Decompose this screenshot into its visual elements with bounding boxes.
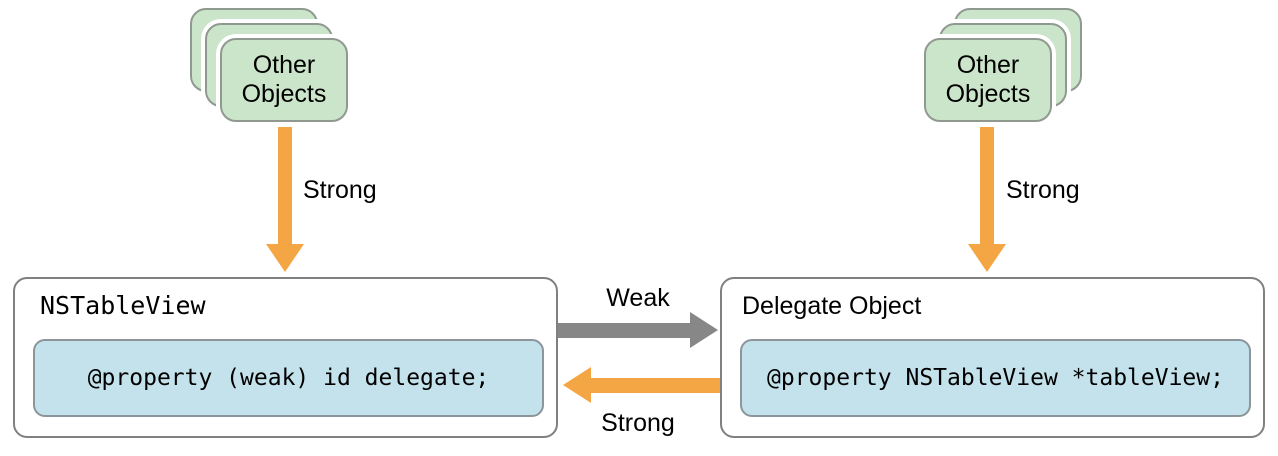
arrow-shaft: [591, 377, 720, 393]
arrow-head-left: [563, 367, 591, 403]
weak-label: Weak: [606, 284, 670, 312]
strong-arrow-down-right: [968, 127, 1006, 272]
strong-arrow-left: [563, 367, 720, 403]
strong-back-label: Strong: [601, 409, 675, 437]
delegate-object-title: Delegate Object: [742, 292, 922, 320]
arrow-shaft: [278, 127, 292, 244]
arrow-shaft: [980, 127, 994, 244]
strong-label-right: Strong: [1006, 176, 1080, 204]
strong-label-left: Strong: [303, 176, 377, 204]
nstableview-title: NSTableView: [40, 291, 206, 320]
tableview-property-code: @property NSTableView *tableView;: [740, 339, 1251, 417]
arrow-shaft: [558, 322, 690, 338]
delegate-property-code: @property (weak) id delegate;: [33, 339, 544, 417]
other-objects-label: Other Objects: [945, 51, 1031, 108]
arrow-head-down: [266, 244, 304, 272]
delegate-object-box: Delegate Object @property NSTableView *t…: [720, 277, 1265, 438]
arrow-head-right: [690, 312, 718, 348]
arrow-head-down: [968, 244, 1006, 272]
other-objects-label: Other Objects: [241, 51, 327, 108]
nstableview-box: NSTableView @property (weak) id delegate…: [13, 277, 558, 438]
strong-arrow-down-left: [266, 127, 304, 272]
weak-arrow-right: [558, 312, 718, 348]
stacked-card-front: Other Objects: [220, 38, 348, 122]
stacked-card-front: Other Objects: [924, 38, 1052, 122]
